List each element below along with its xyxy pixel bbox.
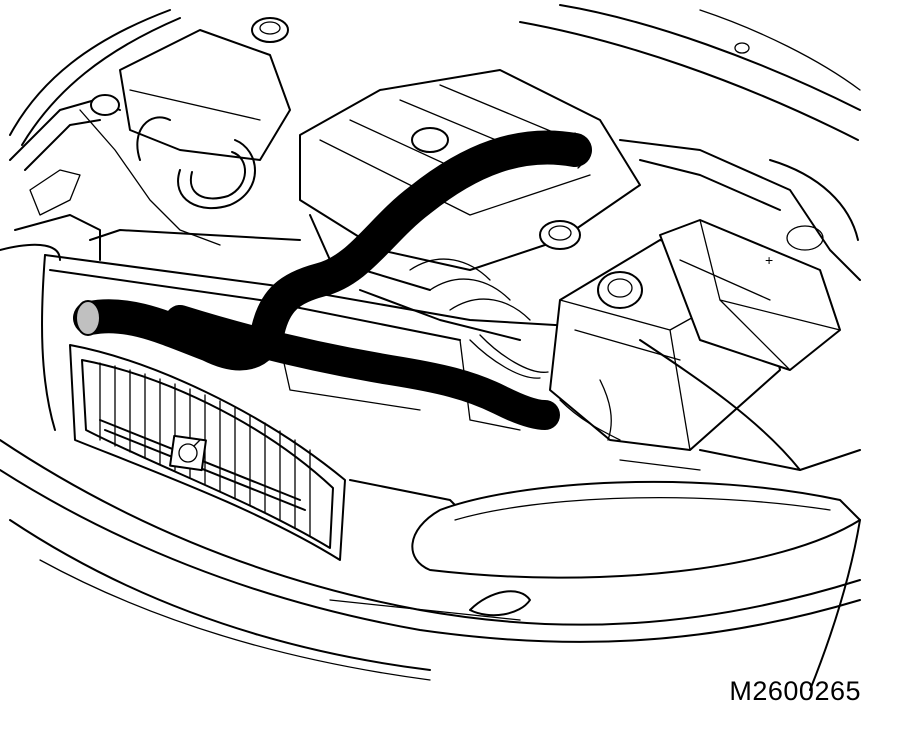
- right-strut-tower: [619, 139, 861, 281]
- right-headlamp: [411, 480, 861, 579]
- highlighted-coolant-hose: [73, 130, 592, 430]
- intake-runners: [359, 258, 531, 341]
- front-bumper: [0, 439, 861, 681]
- expansion-tank: [79, 17, 291, 246]
- svg-text:+: +: [765, 252, 773, 268]
- relay-box: +: [659, 219, 841, 371]
- front-grille: [69, 344, 346, 561]
- fog-light: [469, 590, 531, 617]
- front-cross-member: [41, 229, 641, 431]
- right-front-panel: [619, 339, 861, 691]
- coolant-hose-loop: [136, 116, 256, 210]
- wiring-harness: [469, 334, 612, 441]
- figure-reference-code: M2600265: [729, 676, 861, 706]
- open-hood: [9, 4, 861, 146]
- volvo-emblem: [169, 434, 207, 472]
